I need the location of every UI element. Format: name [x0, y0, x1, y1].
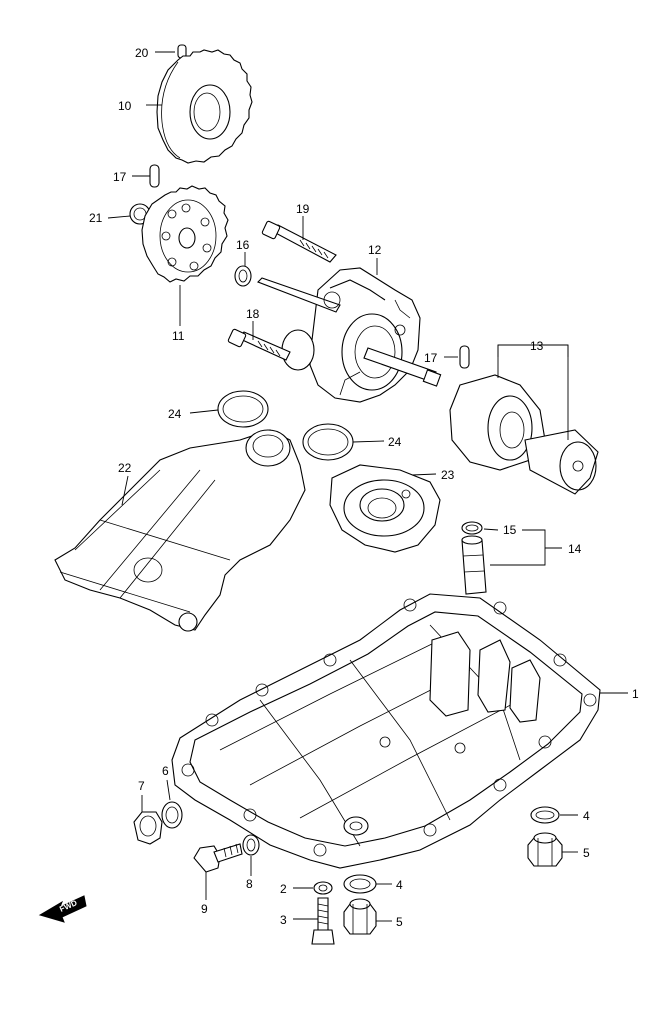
callout-3: 3 — [280, 913, 287, 927]
callout-17-lower: 17 — [424, 351, 438, 365]
part-10-large-gear — [156, 49, 253, 164]
callout-13: 13 — [530, 339, 544, 353]
part-24-oring-left — [217, 390, 269, 428]
part-24-oring-right — [302, 423, 354, 461]
part-22-baffle-plate — [54, 429, 306, 632]
part-15-small-oring — [461, 521, 483, 535]
callout-15: 15 — [503, 523, 517, 537]
callout-11: 11 — [172, 329, 185, 343]
callout-20: 20 — [135, 46, 149, 60]
callout-5-lower: 5 — [396, 915, 403, 929]
callout-9: 9 — [201, 902, 208, 916]
part-3-bolt — [311, 897, 335, 945]
callout-8: 8 — [246, 877, 253, 891]
part-6-gasket — [161, 801, 183, 829]
callout-1: 1 — [632, 687, 639, 701]
part-4-gasket-right — [530, 806, 560, 824]
part-12-oil-pump — [257, 267, 442, 403]
callout-24-left: 24 — [168, 407, 182, 421]
part-2-washer — [313, 881, 333, 895]
part-17-pin-lower — [459, 345, 470, 369]
part-8-washer — [242, 834, 260, 856]
callout-5-right: 5 — [583, 846, 590, 860]
callout-4-right: 4 — [583, 809, 590, 823]
part-7-plug — [133, 811, 163, 845]
callout-24-right: 24 — [388, 435, 402, 449]
leader-lines — [107, 51, 628, 922]
callout-12: 12 — [368, 243, 382, 257]
part-13-coupling — [449, 374, 599, 495]
part-5-drain-plug-right — [527, 832, 563, 867]
callout-18: 18 — [246, 307, 260, 321]
part-17-pin-upper — [149, 164, 160, 188]
callout-23: 23 — [441, 468, 455, 482]
callout-21: 21 — [89, 211, 103, 225]
part-14-pipe — [461, 535, 487, 595]
part-11-gear — [141, 185, 229, 283]
callout-4-lower: 4 — [396, 878, 403, 892]
callout-16: 16 — [236, 238, 250, 252]
part-19-bolt — [261, 220, 337, 263]
fwd-arrow: FWD — [38, 895, 87, 923]
callout-6: 6 — [162, 764, 169, 778]
callout-2: 2 — [280, 882, 287, 896]
part-16-washer — [234, 265, 252, 287]
callout-22: 22 — [118, 461, 132, 475]
part-9-bolt — [193, 843, 243, 873]
part-23-strainer — [329, 464, 441, 553]
callout-19: 19 — [296, 202, 310, 216]
callout-7: 7 — [138, 779, 145, 793]
part-1-oil-pan — [171, 593, 601, 869]
callout-14: 14 — [568, 542, 582, 556]
callout-labels: 20 10 17 21 11 19 16 12 18 17 13 24 24 2… — [89, 46, 639, 929]
callout-17-upper: 17 — [113, 170, 127, 184]
part-5-drain-plug-lower — [343, 898, 377, 935]
part-18-bolt — [227, 328, 291, 361]
callout-10: 10 — [118, 99, 132, 113]
part-4-gasket-lower — [343, 874, 377, 894]
